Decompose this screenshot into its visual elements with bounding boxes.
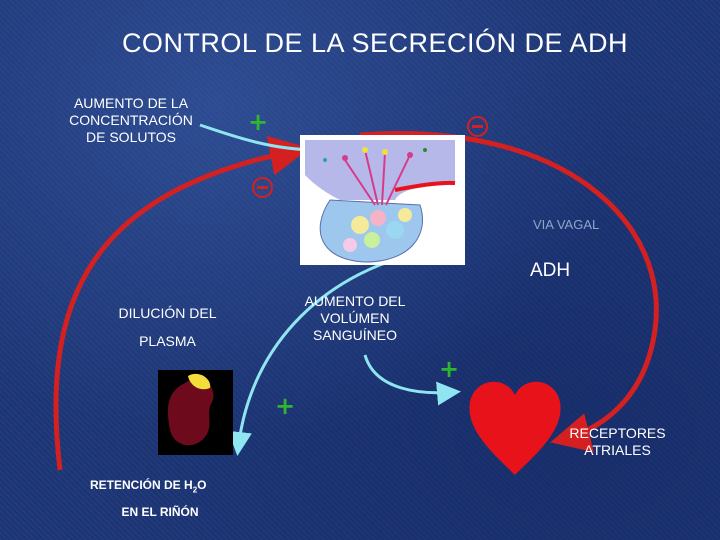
volumen-to-heart-arrow bbox=[363, 354, 461, 406]
heart-icon bbox=[469, 381, 561, 475]
retencion-subscript: 2 bbox=[192, 485, 198, 495]
feedback-loop-arrow-right bbox=[359, 131, 659, 453]
adh-to-kidney-arrow bbox=[228, 248, 431, 456]
minus-sign-top bbox=[467, 116, 488, 137]
volumen-label: AUMENTO DEL VOLÚMEN SANGUÍNEO bbox=[304, 293, 406, 343]
plus-sign-volumen: + bbox=[439, 355, 460, 383]
rinon-label: EN EL RIÑÓN bbox=[121, 505, 199, 519]
kidney-illustration bbox=[158, 370, 233, 455]
plus-sign-kidney: + bbox=[275, 392, 296, 420]
retencion-suffix: O bbox=[197, 478, 207, 492]
plasma-label: PLASMA bbox=[139, 333, 196, 349]
plus-sign-solutos: + bbox=[248, 108, 269, 136]
retencion-label: RETENCIÓN DE H2O bbox=[90, 478, 250, 494]
hypothalamus-pituitary-illustration bbox=[300, 135, 465, 265]
receptores-label: RECEPTORES ATRIALES bbox=[569, 425, 666, 458]
minus-sign-left bbox=[252, 177, 273, 198]
via-vagal-label: VIA VAGAL bbox=[533, 217, 600, 232]
solutos-label: AUMENTO DE LA CONCENTRACIÓN DE SOLUTOS bbox=[69, 95, 193, 145]
page-title: CONTROL DE LA SECRECIÓN DE ADH bbox=[121, 28, 629, 58]
feedback-loop-arrow bbox=[53, 135, 310, 471]
dilucion-label: DILUCIÓN DEL bbox=[118, 305, 217, 321]
retencion-prefix: RETENCIÓN DE H bbox=[90, 478, 193, 492]
adh-label: ADH bbox=[530, 260, 571, 281]
